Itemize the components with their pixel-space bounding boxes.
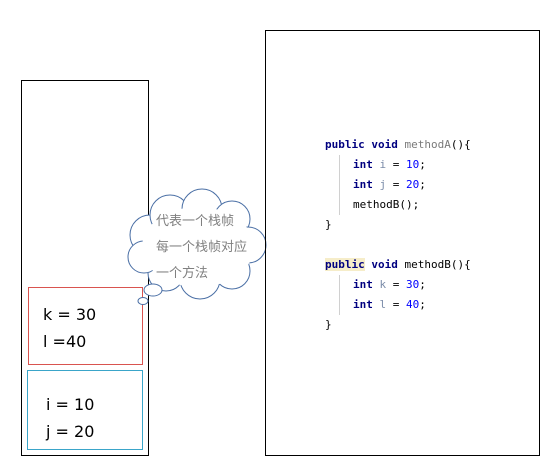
code-line-close-methodA: } <box>325 218 332 231</box>
frame-b-var-l: l =40 <box>43 332 87 351</box>
paren-brace: (){ <box>450 138 471 151</box>
operator: = <box>386 158 406 171</box>
paren-brace: (){ <box>450 258 471 271</box>
callout-line-1: 代表一个栈帧 <box>156 214 235 229</box>
stack-frame-methodB: k = 30 l =40 <box>28 287 143 365</box>
callout-line-2: 每一个栈帧对应 <box>156 240 248 255</box>
keyword-void: void <box>371 138 398 151</box>
callout-line-3: 一个方法 <box>156 266 209 281</box>
semicolon: ; <box>419 178 426 191</box>
code-line-int-j: int j = 20; <box>353 175 426 195</box>
method-name: methodB <box>404 258 451 271</box>
indent-guide <box>339 155 340 215</box>
operator: = <box>386 298 406 311</box>
number-literal: 20 <box>406 178 420 191</box>
code-line-methodA-signature: public void methodA(){ <box>325 135 471 155</box>
operator: = <box>386 178 406 191</box>
code-line-close-methodB: } <box>325 318 332 331</box>
stack-frame-methodA: i = 10 j = 20 <box>27 370 143 450</box>
keyword-int: int <box>353 298 373 311</box>
number-literal: 10 <box>406 158 420 171</box>
frame-a-var-i: i = 10 <box>46 395 95 414</box>
indent-guide <box>339 275 340 315</box>
var-name: i <box>379 158 387 171</box>
keyword-public: public <box>325 138 365 151</box>
code-line-call-methodB: methodB(); <box>353 198 420 211</box>
code-line-int-k: int k = 30; <box>353 275 426 295</box>
method-name: methodA <box>404 138 451 151</box>
var-name: j <box>379 178 387 191</box>
number-literal: 40 <box>406 298 420 311</box>
var-name: l <box>379 298 387 311</box>
frame-a-var-j: j = 20 <box>46 422 95 441</box>
semicolon: ; <box>419 298 426 311</box>
number-literal: 30 <box>406 278 420 291</box>
keyword-int: int <box>353 158 373 171</box>
operator: = <box>386 278 406 291</box>
keyword-void: void <box>371 258 398 271</box>
frame-b-var-k: k = 30 <box>43 305 97 324</box>
keyword-public-highlighted: public <box>325 258 365 271</box>
var-name: k <box>379 278 387 291</box>
code-line-methodB-signature: public void methodB(){ <box>325 255 471 275</box>
code-line-int-l: int l = 40; <box>353 295 426 315</box>
semicolon: ; <box>419 278 426 291</box>
thought-cloud-callout <box>127 188 267 305</box>
code-line-int-i: int i = 10; <box>353 155 426 175</box>
keyword-int: int <box>353 178 373 191</box>
code-panel <box>265 30 540 456</box>
keyword-int: int <box>353 278 373 291</box>
semicolon: ; <box>419 158 426 171</box>
